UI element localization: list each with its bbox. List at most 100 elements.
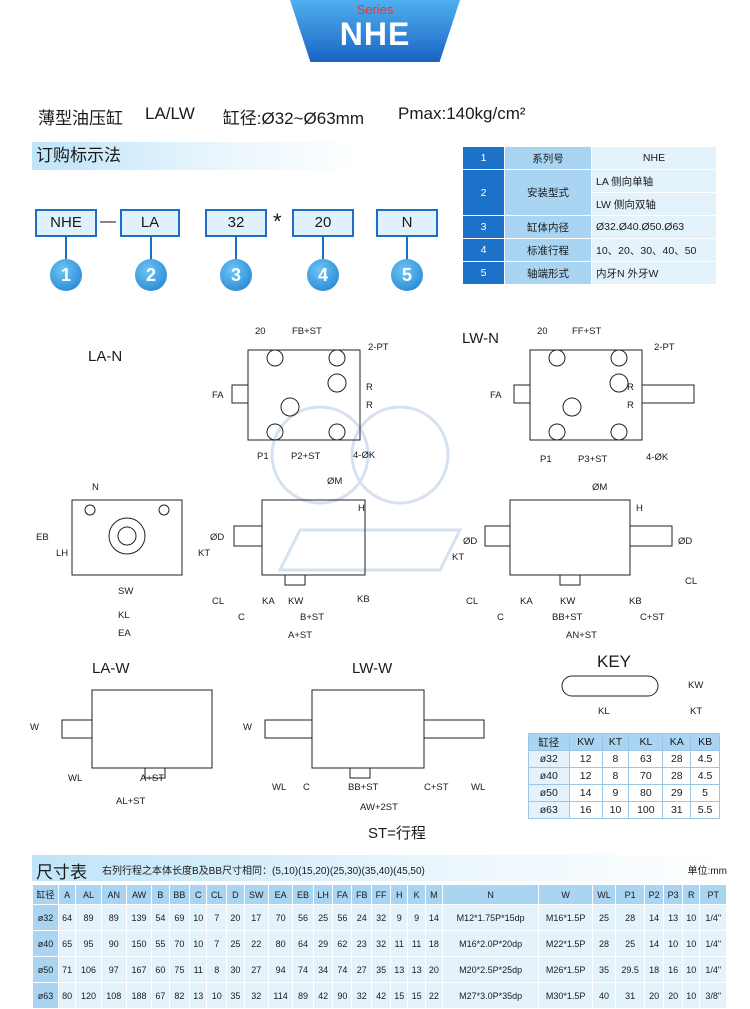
la-w-view — [61, 689, 213, 779]
code-number-4: 4 — [307, 259, 339, 291]
dimensions-unit: 单位:mm — [687, 866, 727, 877]
order-value: NHE — [591, 146, 717, 170]
watermark-logo — [270, 405, 463, 572]
dimensions-cell: 10 — [682, 982, 701, 1009]
dim-al-st: AL+ST — [116, 796, 146, 807]
dim-c: C — [497, 612, 504, 623]
dimensions-cell: 120 — [75, 982, 102, 1009]
dimensions-cell: ø32 — [32, 904, 59, 931]
lw-w-view — [264, 689, 485, 779]
dimensions-cell: 64 — [292, 930, 314, 957]
dim-4-k: 4-ØK — [353, 450, 376, 461]
dimensions-header-cell: AW — [125, 884, 153, 905]
order-key: 缸体内径 — [504, 215, 592, 239]
dim-h: H — [358, 503, 365, 514]
dim-ff-st: FF+ST — [572, 326, 602, 337]
dim-b-st: B+ST — [300, 612, 325, 623]
key-cell: 5 — [690, 784, 720, 802]
key-row: ø32 12 8 63 28 4.5 — [528, 750, 720, 768]
dimensions-header-cell: C — [189, 884, 208, 905]
dimensions-cell: 10 — [189, 904, 208, 931]
order-key: 标准行程 — [504, 238, 592, 262]
order-row: 3 缸体内径 Ø32.Ø40.Ø50.Ø63 — [462, 215, 717, 239]
dim-a-st: A+ST — [288, 630, 313, 641]
key-cell: 70 — [628, 767, 664, 785]
dimensions-cell: 13 — [407, 956, 426, 983]
dimensions-cell: 14 — [424, 904, 444, 931]
technical-drawings: LA-N LW-N LA-W LW-W KEY 20 FB+ST 2-PT FA… — [0, 310, 750, 850]
dim-kl: KL — [118, 610, 130, 621]
dimensions-cell: 74 — [292, 956, 314, 983]
key-cell: 8 — [601, 750, 630, 768]
dim-c: C — [303, 782, 310, 793]
dimensions-cell: 10 — [682, 930, 701, 957]
order-value: 10、20、30、40、50 — [591, 238, 717, 262]
dim-m: ØM — [327, 476, 343, 487]
order-value: 内牙N 外牙W — [591, 261, 717, 285]
dim-a-st: A+ST — [140, 773, 165, 784]
dim-kb: KB — [357, 594, 370, 605]
dimensions-cell: 35 — [371, 956, 392, 983]
key-view — [561, 675, 659, 697]
code-connector — [150, 237, 152, 259]
dimensions-header-cell: SW — [243, 884, 269, 905]
dimensions-note: 右列行程之本体长度B及BB尺寸相同：(5,10)(15,20)(25,30)(3… — [102, 866, 425, 877]
dimensions-cell: 17 — [243, 904, 269, 931]
dim-fa: FA — [490, 390, 502, 401]
dim-wl: WL — [272, 782, 287, 793]
dimensions-section-bar: 尺寸表 右列行程之本体长度B及BB尺寸相同：(5,10)(15,20)(25,3… — [32, 855, 727, 882]
la-n-side-view — [233, 499, 366, 586]
dim-kw: KW — [560, 596, 576, 607]
bore-range: 缸径:Ø32~Ø63mm — [222, 109, 365, 128]
dimensions-cell: 32 — [243, 982, 269, 1009]
dim-4-k: 4-ØK — [646, 452, 669, 463]
dimensions-cell: M16*2.0P*20dp — [442, 930, 540, 957]
dim-r: R — [366, 400, 373, 411]
dimensions-cell: 29.5 — [614, 956, 646, 983]
dimensions-cell: 64 — [57, 904, 77, 931]
key-cell: 4.5 — [690, 767, 720, 785]
dim-bb-st: BB+ST — [552, 612, 583, 623]
key-cell: ø63 — [528, 801, 570, 819]
key-cell: 28 — [662, 767, 692, 785]
dimensions-cell: 74 — [332, 956, 353, 983]
code-box-rod: N — [376, 209, 438, 237]
dimensions-cell: 82 — [168, 982, 191, 1009]
key-cell: 14 — [568, 784, 603, 802]
order-num: 4 — [462, 238, 505, 262]
dimensions-cell: 42 — [371, 982, 392, 1009]
code-box-series: NHE — [35, 209, 97, 237]
dimensions-cell: 32 — [371, 904, 392, 931]
model-title: NHE — [339, 16, 411, 52]
key-header: KW — [568, 733, 603, 751]
dim-ka: KA — [262, 596, 275, 607]
dimensions-cell: 14 — [644, 930, 665, 957]
dim-fa: FA — [212, 390, 224, 401]
product-types: LA/LW — [145, 104, 195, 123]
lw-n-side-view — [484, 499, 673, 586]
dim-ka: KA — [520, 596, 533, 607]
code-star: * — [273, 209, 282, 234]
dimensions-cell: 22 — [424, 982, 444, 1009]
dimensions-cell: 90 — [332, 982, 353, 1009]
dimensions-cell: M22*1.5P — [538, 930, 594, 957]
dimensions-cell: 30 — [226, 956, 245, 983]
dim-2-pt: 2-PT — [368, 342, 389, 353]
dimensions-header-cell: BB — [168, 884, 191, 905]
dimensions-cell: 56 — [332, 904, 353, 931]
order-num: 1 — [462, 146, 505, 170]
dimensions-cell: 90 — [100, 930, 127, 957]
dimensions-header-cell: N — [442, 884, 540, 905]
dim-r: R — [627, 382, 634, 393]
dimensions-cell: 71 — [57, 956, 77, 983]
dimensions-cell: 3/8" — [699, 982, 727, 1009]
dimensions-cell: 25 — [592, 904, 616, 931]
dimensions-cell: ø63 — [32, 982, 59, 1009]
key-row: ø63 16 10 100 31 5.5 — [528, 801, 720, 819]
dimensions-header-cell: K — [407, 884, 426, 905]
dimensions-cell: 56 — [292, 904, 314, 931]
dimensions-header-cell: PT — [699, 884, 727, 905]
dim-bb-st: BB+ST — [348, 782, 379, 793]
